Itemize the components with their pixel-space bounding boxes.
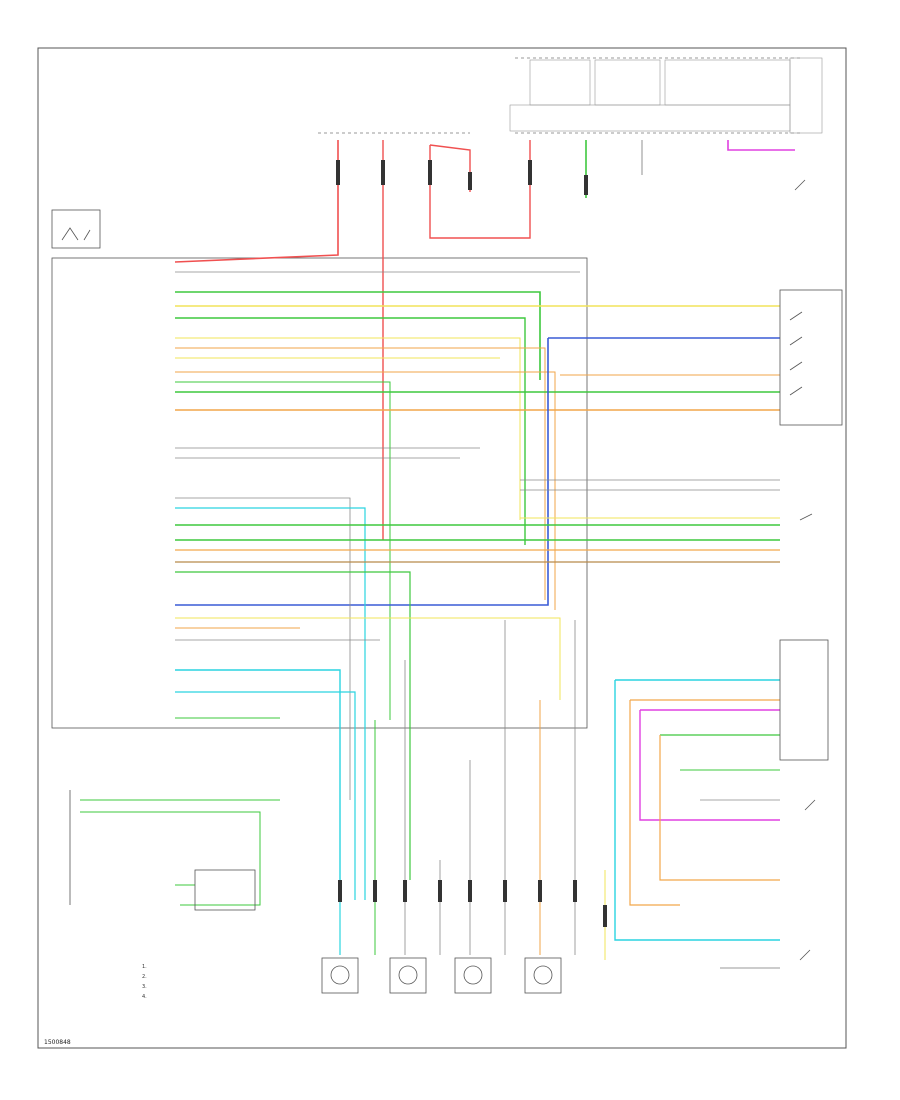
legend-bullet: 4. bbox=[142, 994, 147, 1000]
left-rear-sensor bbox=[454, 957, 492, 994]
right-front-sensor bbox=[389, 957, 427, 994]
wheel-speed-sensor-icon bbox=[398, 965, 418, 985]
wheel-speed-sensor-icon bbox=[463, 965, 483, 985]
legend-bullet: 2. bbox=[142, 974, 147, 980]
wheel-speed-sensor-icon bbox=[330, 965, 350, 985]
right-side-wires bbox=[520, 479, 780, 969]
lower-left-switch bbox=[69, 790, 280, 911]
fuse-block bbox=[318, 57, 823, 134]
wheel-sensor-wires bbox=[339, 620, 606, 960]
ground-symbol-icon bbox=[61, 227, 91, 241]
yaw-rate-sensor bbox=[779, 639, 829, 761]
right-rear-sensor bbox=[524, 957, 562, 994]
left-front-sensor bbox=[321, 957, 359, 994]
ebcm-module bbox=[51, 257, 588, 729]
legend-bullet: 3. bbox=[142, 984, 147, 990]
wheel-speed-sensor-icon bbox=[533, 965, 553, 985]
pressure-switch-block bbox=[779, 289, 843, 426]
diagram-ref: 1500848 bbox=[44, 1039, 71, 1046]
sensor-connector-stubs bbox=[338, 880, 607, 927]
top-connector-stubs bbox=[336, 160, 588, 195]
legend-bullet: 1. bbox=[142, 964, 147, 970]
switch-icon bbox=[789, 179, 816, 961]
ebcm-horizontal-wires bbox=[175, 271, 780, 900]
diagram-frame bbox=[37, 47, 847, 1049]
ebcm-module-icon bbox=[51, 209, 101, 249]
legend: 1. 2. 3. 4. bbox=[142, 964, 147, 1000]
